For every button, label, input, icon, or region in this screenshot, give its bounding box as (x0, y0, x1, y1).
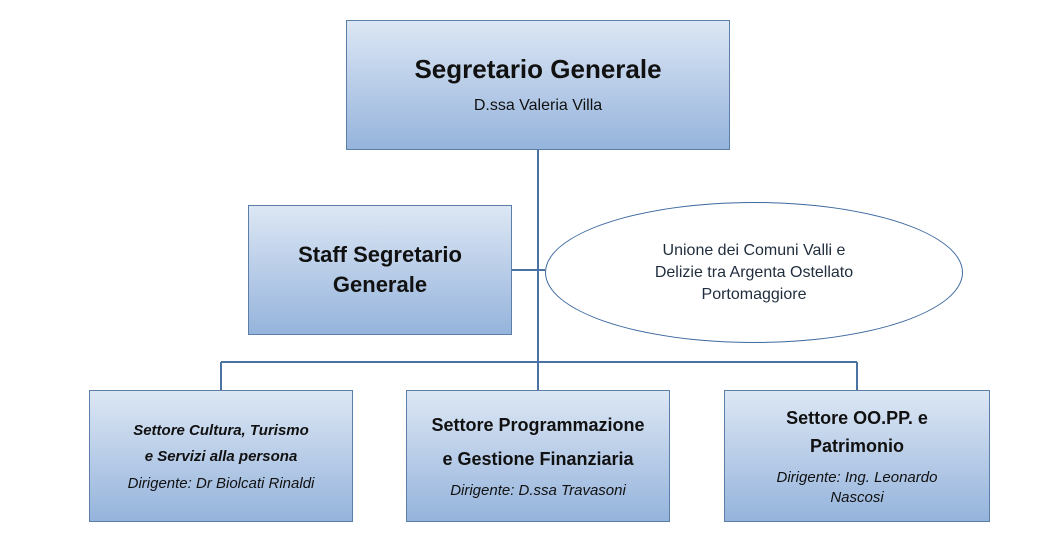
union-line1: Unione dei Comuni Valli e (662, 241, 846, 259)
segretario-generale-box: Segretario Generale D.ssa Valeria Villa (346, 20, 730, 150)
sector-cultura-box: Settore Cultura, Turismo e Servizi alla … (89, 390, 353, 522)
sector-cultura-title-line2: e Servizi alla persona (144, 448, 298, 465)
sector-programmazione-director: Dirigente: D.ssa Travasoni (450, 482, 626, 499)
sector-programmazione-title-line2: e Gestione Finanziaria (442, 449, 634, 469)
sector-cultura-title-line1: Settore Cultura, Turismo (133, 422, 309, 439)
sector-oopp-title-line1: Settore OO.PP. e (786, 408, 928, 428)
sector-oopp-director-line2: Nascosi (830, 489, 884, 506)
staff-segretario-box: Staff Segretario Generale (248, 205, 512, 335)
sector-oopp-director-line1: Dirigente: Ing. Leonardo (776, 469, 938, 486)
sector-programmazione-box: Settore Programmazione e Gestione Finanz… (406, 390, 670, 522)
segretario-title: Segretario Generale (414, 54, 662, 84)
segretario-person: D.ssa Valeria Villa (473, 97, 603, 114)
sector-oopp-title-line2: Patrimonio (809, 436, 904, 456)
sector-oopp-box: Settore OO.PP. e Patrimonio Dirigente: I… (724, 390, 990, 522)
union-line3: Portomaggiore (701, 285, 807, 303)
union-line2: Delizie tra Argenta Ostellato (654, 263, 854, 281)
sector-programmazione-title-line1: Settore Programmazione (431, 415, 645, 435)
staff-title-line2: Generale (332, 272, 428, 297)
sector-cultura-director: Dirigente: Dr Biolcati Rinaldi (127, 475, 315, 492)
staff-title-line1: Staff Segretario (298, 242, 462, 267)
unione-comuni-oval: Unione dei Comuni Valli e Delizie tra Ar… (545, 202, 963, 343)
